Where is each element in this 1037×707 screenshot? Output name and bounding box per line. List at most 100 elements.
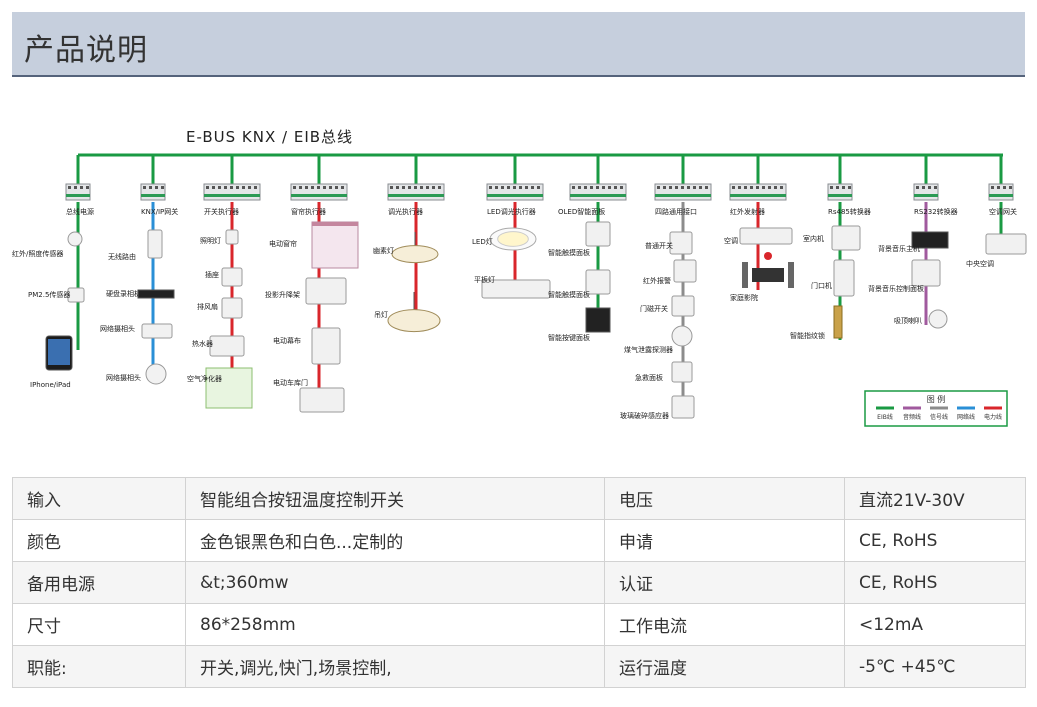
module-terminal: [414, 186, 417, 189]
device-label: 硬盘录相机: [106, 289, 141, 298]
device-label: 投影升降架: [265, 290, 300, 299]
device-icon: [669, 231, 693, 255]
device-1: PM2.5传感器: [28, 287, 85, 303]
module-terminal: [1009, 186, 1012, 189]
module-terminal: [408, 186, 411, 189]
module-terminal: [519, 186, 522, 189]
module-terminal: [402, 186, 405, 189]
module-terminal: [531, 186, 534, 189]
module-terminal: [323, 186, 326, 189]
device-icon: [141, 323, 173, 339]
device-icon: [137, 289, 175, 299]
spec-value-cell: 86*258mm: [185, 603, 605, 646]
device-label: IPhone/iPad: [30, 381, 71, 389]
module-terminal: [602, 186, 605, 189]
module-terminal: [762, 186, 765, 189]
ir-dot: [764, 252, 772, 260]
spec-label-cell: 输入: [12, 477, 186, 520]
device-label: 吸顶喇叭: [894, 316, 922, 325]
device-26: 煤气泄露探测器: [624, 325, 693, 354]
module-terminal: [590, 186, 593, 189]
device-icon: [671, 361, 693, 383]
device-label: 门磁开关: [640, 304, 668, 313]
module-led-strip: [66, 194, 90, 197]
module-terminal: [341, 186, 344, 189]
module-terminal: [305, 186, 308, 189]
module-terminal: [495, 186, 498, 189]
device-icon: [585, 269, 611, 295]
module-terminal: [489, 186, 492, 189]
device-icon: [585, 307, 611, 333]
device-10: 热水器: [192, 335, 245, 357]
device-icon: [205, 367, 253, 409]
spec-label-cell: 运行温度: [604, 645, 845, 688]
table-row: 职能:开关,调光,快门,场景控制,运行温度-5℃ +45℃: [12, 645, 1026, 688]
spec-label-cell: 颜色: [12, 519, 186, 562]
device-label: 智能触摸面板: [548, 290, 590, 299]
device-label: 电动窗帘: [269, 239, 297, 248]
device-28: 玻璃破碎感应器: [620, 395, 695, 420]
module-led-strip: [914, 194, 938, 197]
module-terminal: [693, 186, 696, 189]
module-terminal: [426, 186, 429, 189]
device-label: 四路通用接口: [655, 207, 697, 216]
device-29: 空调: [724, 227, 793, 245]
page-title: 产品说明: [24, 33, 148, 68]
module-terminal: [155, 186, 158, 189]
device-15: 电动车库门: [273, 378, 345, 413]
legend-item-label: 信号线: [930, 413, 948, 421]
device-icon: [387, 309, 441, 333]
device-label: 吊灯: [374, 310, 388, 319]
module-1: KNX/IP网关: [140, 183, 178, 216]
module-terminal: [663, 186, 666, 189]
module-terminal: [438, 186, 441, 189]
device-label: 智能按键面板: [548, 333, 590, 342]
device-icon: [911, 259, 941, 287]
device-screen: [48, 339, 70, 365]
module-0: 总线电源: [65, 183, 94, 216]
module-terminal: [830, 186, 833, 189]
module-led-strip: [730, 194, 786, 197]
module-6: OLED智能面板: [558, 183, 627, 216]
device-4: 硬盘录相机: [106, 289, 175, 299]
device-icon: [831, 225, 861, 251]
module-terminal: [738, 186, 741, 189]
device-16: 幽素灯: [373, 232, 439, 264]
module-terminal: [432, 186, 435, 189]
module-terminal: [206, 186, 209, 189]
device-label: 窗帘执行器: [291, 207, 326, 216]
module-led-strip: [570, 194, 626, 197]
device-icon: [221, 267, 243, 287]
device-icon: [673, 259, 697, 283]
module-terminal: [390, 186, 393, 189]
device-label: 电动车库门: [273, 378, 308, 387]
module-terminal: [916, 186, 919, 189]
module-terminal: [756, 186, 759, 189]
spec-label-cell: 认证: [604, 561, 845, 604]
module-10: RS232转换器: [913, 183, 958, 216]
module-terminal: [293, 186, 296, 189]
device-icon: [67, 231, 83, 247]
module-terminal: [218, 186, 221, 189]
spec-value-cell: 金色银黑色和白色...定制的: [185, 519, 605, 562]
device-19: 平板灯: [474, 275, 551, 299]
spec-value-cell: -5℃ +45℃: [844, 645, 1026, 688]
device-17: 吊灯: [374, 292, 441, 333]
module-terminal: [928, 186, 931, 189]
device-6: 网络摄相头: [106, 363, 167, 385]
device-label: 空调: [724, 236, 738, 245]
device-2: IPhone/iPad: [30, 335, 73, 389]
module-terminal: [705, 186, 708, 189]
speaker-right: [788, 262, 794, 288]
module-terminal: [236, 186, 239, 189]
device-label: 背景音乐控制面板: [868, 284, 924, 293]
module-led-strip: [655, 194, 711, 197]
legend-item-label: EIB线: [877, 413, 893, 421]
device-20: 智能触摸面板: [548, 221, 611, 257]
module-led-strip: [989, 194, 1013, 197]
device-label: 无线路由: [108, 252, 136, 261]
module-terminal: [86, 186, 89, 189]
legend-title: 图 例: [927, 394, 946, 404]
module-terminal: [687, 186, 690, 189]
module-terminal: [669, 186, 672, 189]
